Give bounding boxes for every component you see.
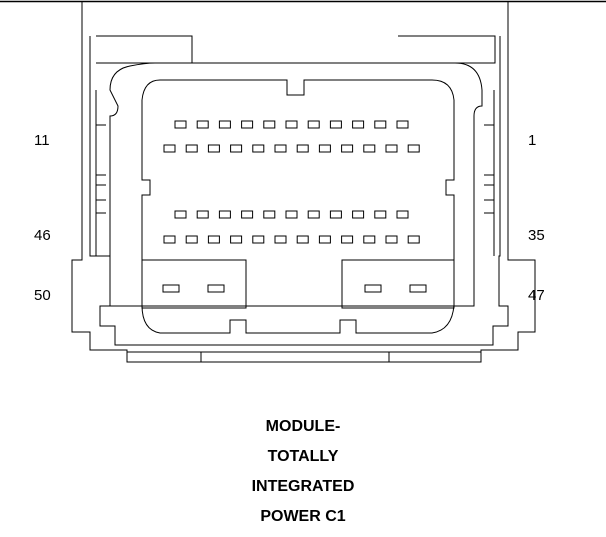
pin-cavity-row-2	[385, 144, 398, 153]
pin-cavity-row-2	[274, 144, 287, 153]
caption-line-1: MODULE-	[265, 418, 341, 435]
pin-cavities	[163, 120, 420, 244]
left-side-latches	[95, 90, 106, 256]
pin-cavity-row-3	[352, 210, 365, 219]
pin-cavity-row-3	[174, 210, 187, 219]
pin-cavity-row-2	[296, 144, 309, 153]
connector-caption: MODULE- TOTALLY INTEGRATED POWER C1	[0, 417, 606, 537]
right-lower-block	[341, 259, 455, 309]
pin-cavity-row-2	[341, 144, 354, 153]
pin-cavity-row-4	[363, 235, 376, 244]
pin-cavity-row-1	[285, 120, 298, 129]
connector-cavity	[141, 79, 455, 334]
connector-inner-housing	[89, 36, 509, 346]
pin-cavity-row-1	[374, 120, 387, 129]
caption-line-4: POWER C1	[260, 508, 346, 525]
pin-cavity-row-3	[263, 210, 276, 219]
pin-label-35: 35	[528, 227, 545, 244]
pin-cavity-row-4	[341, 235, 354, 244]
pin-cavity-row-1	[307, 120, 320, 129]
pin-cavity-row-2	[407, 144, 420, 153]
right-top-boss	[398, 35, 496, 64]
pin-label-47: 47	[528, 287, 545, 304]
pin-label-50: 50	[34, 287, 51, 304]
right-block-pin	[409, 284, 427, 293]
pin-cavity-row-3	[241, 210, 254, 219]
pin-cavity-row-3	[218, 210, 231, 219]
pin-cavity-row-1	[329, 120, 342, 129]
pin-label-46: 46	[34, 227, 51, 244]
pin-cavity-row-2	[230, 144, 243, 153]
caption-line-2: TOTALLY	[267, 448, 339, 465]
pin-cavity-row-4	[318, 235, 331, 244]
connector-outer-housing	[71, 2, 536, 363]
pin-cavity-row-4	[407, 235, 420, 244]
left-block-pin	[162, 284, 180, 293]
pin-cavity-row-1	[174, 120, 187, 129]
pin-cavity-row-2	[318, 144, 331, 153]
pin-cavity-row-4	[274, 235, 287, 244]
pin-label-11: 11	[34, 132, 50, 149]
pin-cavity-row-4	[252, 235, 265, 244]
pin-cavity-row-2	[207, 144, 220, 153]
pin-cavity-row-4	[230, 235, 243, 244]
pin-cavity-row-1	[241, 120, 254, 129]
pin-cavity-row-4	[185, 235, 198, 244]
pin-label-1: 1	[528, 132, 537, 149]
pin-cavity-row-2	[185, 144, 198, 153]
connector-shroud-outer	[109, 62, 483, 307]
pin-cavity-row-4	[296, 235, 309, 244]
pin-cavity-row-4	[207, 235, 220, 244]
pin-cavity-row-1	[396, 120, 409, 129]
pin-cavity-row-2	[363, 144, 376, 153]
block-pin-cavities	[162, 284, 427, 293]
pin-cavity-row-4	[385, 235, 398, 244]
left-block-pin	[207, 284, 225, 293]
pin-cavity-row-1	[263, 120, 276, 129]
pin-cavity-row-3	[374, 210, 387, 219]
caption-line-3: INTEGRATED	[251, 478, 355, 495]
left-lower-block	[141, 259, 247, 309]
pin-cavity-row-3	[285, 210, 298, 219]
pin-cavity-row-3	[329, 210, 342, 219]
pin-cavity-row-3	[396, 210, 409, 219]
right-side-latches	[484, 90, 495, 256]
right-block-pin	[364, 284, 382, 293]
pin-cavity-row-3	[307, 210, 320, 219]
pin-cavity-row-4	[163, 235, 176, 244]
left-top-boss	[96, 35, 193, 64]
pin-cavity-row-2	[163, 144, 176, 153]
pin-cavity-row-1	[196, 120, 209, 129]
pin-cavity-row-1	[352, 120, 365, 129]
pin-cavity-row-2	[252, 144, 265, 153]
pin-cavity-row-3	[196, 210, 209, 219]
pin-cavity-row-1	[218, 120, 231, 129]
